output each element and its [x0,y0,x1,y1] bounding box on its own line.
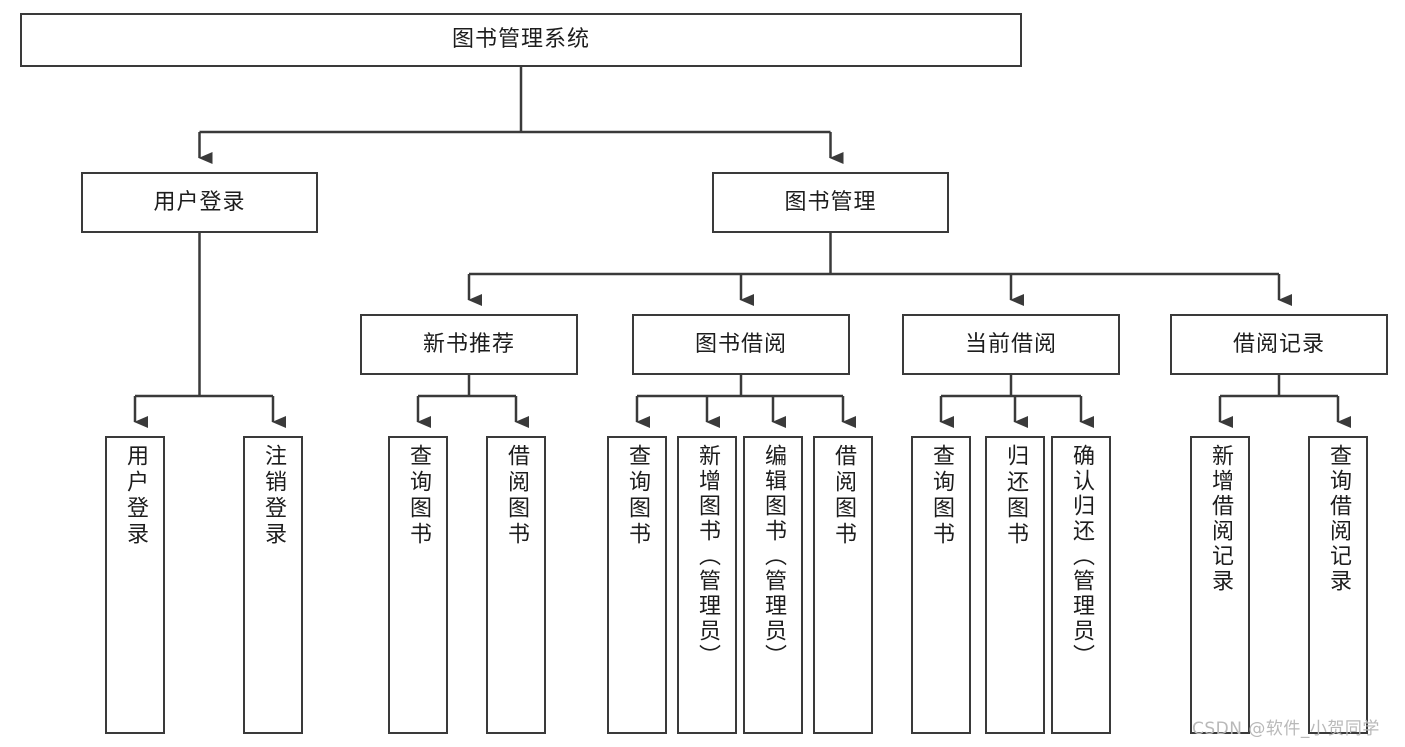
leaf-add-book-label: 新增图书（管理员） [695,444,720,669]
leaf-add-record[interactable]: 新增借阅记录 [1190,436,1250,734]
node-user-login-label: 用户登录 [153,189,246,215]
leaf-logout[interactable]: 注销登录 [243,436,303,734]
leaf-return-book-label: 归还图书 [1003,444,1028,548]
leaf-borrow-book-2-label: 借阅图书 [831,444,856,548]
leaf-logout-label: 注销登录 [261,444,286,548]
node-root-label: 图书管理系统 [451,27,590,53]
node-root[interactable]: 图书管理系统 [20,13,1022,67]
node-book-borrow[interactable]: 图书借阅 [632,314,850,375]
node-current-borrow[interactable]: 当前借阅 [902,314,1120,375]
leaf-query-book-1-label: 查询图书 [406,444,431,548]
node-borrow-record-label: 借阅记录 [1232,331,1325,357]
node-borrow-record[interactable]: 借阅记录 [1170,314,1388,375]
leaf-return-book[interactable]: 归还图书 [985,436,1045,734]
leaf-user-login-label: 用户登录 [123,444,148,548]
leaf-borrow-book-2[interactable]: 借阅图书 [813,436,873,734]
leaf-query-book-3-label: 查询图书 [929,444,954,548]
leaf-edit-book-label: 编辑图书（管理员） [761,444,786,669]
leaf-query-book-3[interactable]: 查询图书 [911,436,971,734]
node-new-book-recommend-label: 新书推荐 [422,331,515,357]
node-book-borrow-label: 图书借阅 [694,331,787,357]
leaf-query-record[interactable]: 查询借阅记录 [1308,436,1368,734]
leaf-borrow-book-1-label: 借阅图书 [504,444,529,548]
node-book-manage-label: 图书管理 [784,189,877,215]
leaf-user-login[interactable]: 用户登录 [105,436,165,734]
leaf-add-book[interactable]: 新增图书（管理员） [677,436,737,734]
node-book-manage[interactable]: 图书管理 [712,172,949,233]
leaf-confirm-return[interactable]: 确认归还（管理员） [1051,436,1111,734]
leaf-query-book-1[interactable]: 查询图书 [388,436,448,734]
leaf-edit-book[interactable]: 编辑图书（管理员） [743,436,803,734]
leaf-query-record-label: 查询借阅记录 [1326,444,1351,594]
leaf-add-record-label: 新增借阅记录 [1208,444,1233,594]
leaf-query-book-2-label: 查询图书 [625,444,650,548]
leaf-query-book-2[interactable]: 查询图书 [607,436,667,734]
node-user-login[interactable]: 用户登录 [81,172,318,233]
node-new-book-recommend[interactable]: 新书推荐 [360,314,578,375]
leaf-confirm-return-label: 确认归还（管理员） [1069,444,1094,669]
node-current-borrow-label: 当前借阅 [964,331,1057,357]
leaf-borrow-book-1[interactable]: 借阅图书 [486,436,546,734]
